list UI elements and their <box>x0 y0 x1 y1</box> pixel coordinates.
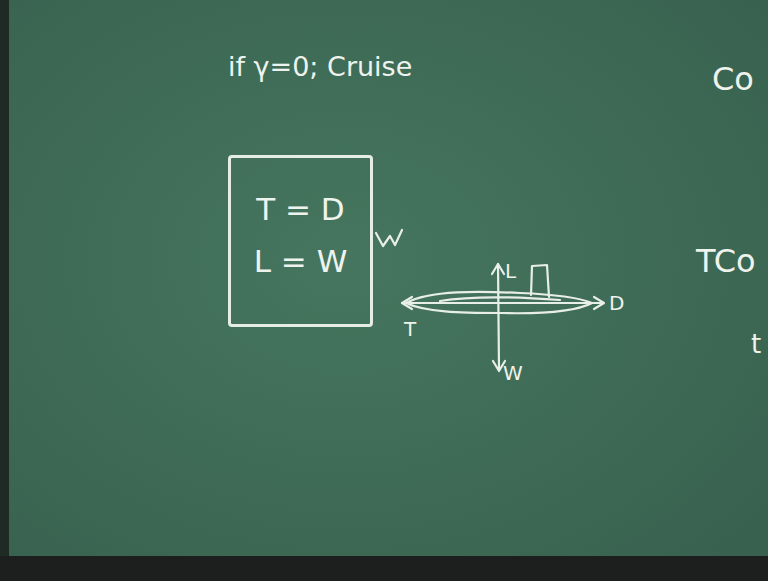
equation-box: T = D L = W <box>228 155 373 327</box>
force-label: L <box>505 260 516 282</box>
partial-text: Co <box>712 62 754 97</box>
arrow-head <box>594 297 604 309</box>
partial-text: TCo <box>696 244 756 279</box>
board-edge <box>0 0 9 581</box>
equation-text: T = D <box>241 192 360 226</box>
tick-mark <box>376 230 402 246</box>
condition-note: if γ=0; Cruise <box>228 52 412 82</box>
partial-text: t <box>751 330 761 359</box>
board-edge <box>0 556 768 581</box>
aircraft-tail <box>531 265 549 297</box>
force-arrow <box>402 302 603 304</box>
equation-text: L = W <box>241 244 360 278</box>
force-label: W <box>503 362 523 384</box>
arrow-head <box>402 297 412 309</box>
force-label: T <box>404 318 416 340</box>
aircraft-wing <box>440 298 560 302</box>
arrow-head <box>492 264 504 274</box>
force-label: D <box>609 292 624 314</box>
force-arrow <box>498 264 499 370</box>
